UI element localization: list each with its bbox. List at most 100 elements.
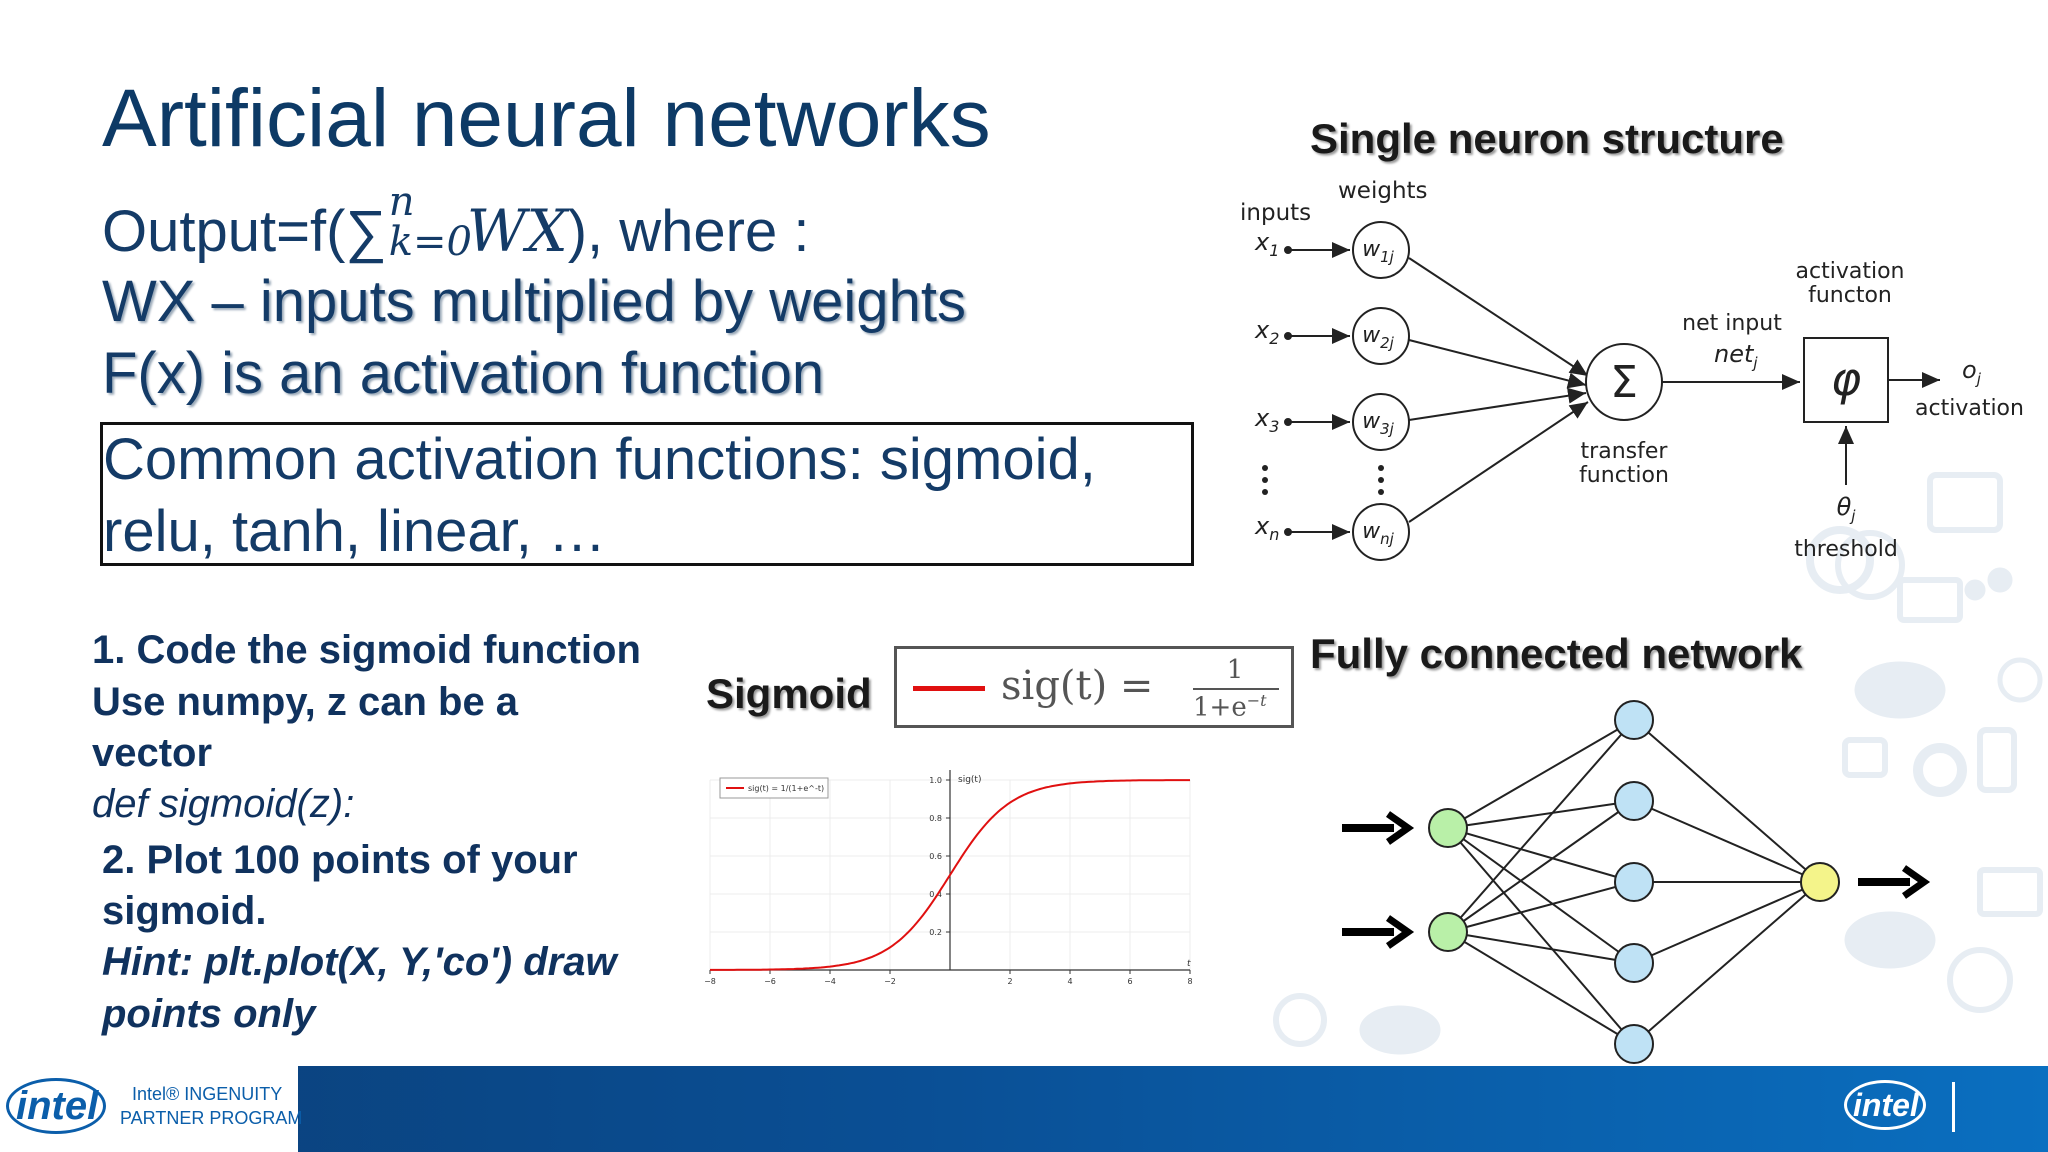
cloud-icon-2	[1844, 911, 1936, 969]
phone-icon	[1977, 727, 2017, 793]
sigmoid-formula-box: sig(t) = 1 1+e−t	[894, 646, 1294, 728]
formula-lhs: sig(t) =	[1001, 663, 1154, 709]
hidden-node	[1614, 943, 1654, 983]
chart-ticks: −8 −6 −4 −2 2 4 6 8 0.2 0.4 0.6 0.8 1.0	[704, 776, 1192, 986]
slide-title: Artificial neural networks	[102, 73, 991, 164]
edge	[1447, 931, 1635, 964]
x-tick-label: 6	[1127, 977, 1132, 986]
formula-fraction-bar	[1193, 688, 1279, 690]
hidden-node	[1614, 862, 1654, 902]
input-arrow-head	[1385, 811, 1415, 845]
x-tick-label: −2	[884, 977, 896, 986]
hidden-node	[1614, 1024, 1654, 1064]
task2-hint-line1: Hint: plt.plot(X, Y,'co') draw	[102, 940, 617, 984]
input-node	[1428, 808, 1468, 848]
input-xn: xn	[1254, 512, 1279, 544]
intel-logo-right: intel	[1844, 1080, 1930, 1132]
net-input-label: net input	[1682, 311, 1782, 336]
input-arrow-head	[1385, 915, 1415, 949]
common-functions-text: Common activation functions: sigmoid, re…	[103, 427, 1096, 564]
x-tick-label: −4	[824, 977, 836, 986]
people-icon	[1987, 567, 2013, 593]
output-prefix: Output=f(	[102, 199, 346, 264]
weight-node-1	[1352, 221, 1410, 279]
threshold-symbol: θj	[1837, 493, 1857, 525]
network-edges	[1447, 719, 1821, 1045]
task1-line2: Use numpy, z can be a	[92, 680, 519, 724]
task1-line3: vector	[92, 731, 213, 775]
neuron-diagram: inputs weights x1 x2 x3 xn w1j w2j w3j w…	[1240, 178, 2024, 562]
y-tick-label: 1.0	[929, 776, 942, 785]
formula-numerator: 1	[1226, 655, 1244, 685]
input-x3: x3	[1254, 404, 1279, 436]
y-tick-label: 0.8	[929, 814, 942, 823]
background-icons	[1273, 472, 2043, 1055]
task2-line2: sigmoid.	[102, 889, 267, 933]
hidden-node	[1614, 781, 1654, 821]
x-tick-label: −8	[704, 977, 716, 986]
edge	[1447, 719, 1635, 829]
x-tick-label: 8	[1187, 977, 1192, 986]
output-arrow-head	[1901, 865, 1931, 899]
sum-upper-limit: n	[388, 179, 415, 225]
gear-icon	[1913, 743, 1967, 797]
sum-symbol-node: Σ	[1610, 357, 1638, 408]
phi-symbol: φ	[1831, 352, 1861, 406]
edge	[1447, 827, 1635, 883]
common-functions-box	[100, 422, 1194, 566]
edge	[1447, 881, 1635, 933]
x-tick-label: 2	[1007, 977, 1012, 986]
sum-lower-limit: k=0	[388, 219, 472, 265]
weights-label: weights	[1338, 178, 1428, 204]
y-tick-label: 0.2	[929, 928, 942, 937]
input-x2: x2	[1254, 316, 1279, 348]
task1-code: def sigmoid(z):	[92, 782, 355, 826]
cloud-icon-3	[1359, 1005, 1441, 1055]
output-node	[1800, 862, 1840, 902]
output-suffix: ), where :	[567, 199, 810, 264]
task2-title: 2. Plot 100 points of your	[102, 838, 578, 882]
refresh-icon	[1806, 526, 1874, 594]
transfer-label-2: function	[1579, 463, 1669, 488]
intel-brand-text: intel	[16, 1084, 99, 1128]
net-symbol: netj	[1714, 340, 1758, 372]
y-tick-label: 0.4	[929, 890, 942, 899]
monitor-icon	[1897, 577, 1963, 623]
inputs-label: inputs	[1240, 200, 1311, 226]
task2-hint-line2: points only	[102, 992, 316, 1036]
task1-title: 1. Code the sigmoid function	[92, 628, 641, 672]
sum-symbol: ∑	[345, 199, 387, 264]
x-axis-label: t	[1187, 959, 1191, 969]
activation-function-label-1: activation	[1796, 259, 1905, 284]
edge	[1633, 800, 1821, 883]
globe-icon-2	[1947, 947, 2013, 1013]
network-arrows	[1342, 811, 1931, 949]
threshold-label: threshold	[1794, 537, 1898, 562]
y-tick-label: 0.6	[929, 852, 942, 861]
x-tick-label: 4	[1067, 977, 1072, 986]
cloud-icon	[1854, 661, 1946, 719]
weight-node-2	[1352, 307, 1410, 365]
footer-bar	[0, 1066, 2048, 1152]
formula-denominator: 1+e−t	[1193, 691, 1267, 723]
x-tick-label: −6	[764, 977, 776, 986]
output-symbol: oj	[1962, 356, 1982, 388]
weight-node-n	[1352, 503, 1410, 561]
phone-handset-icon	[1997, 657, 2043, 703]
fx-description: F(x) is an activation function	[102, 341, 825, 406]
intel-logo-left: intel	[6, 1078, 110, 1138]
edge	[1447, 719, 1635, 933]
footer-divider	[1952, 1082, 1955, 1132]
program-line2: PARTNER PROGRAM	[120, 1108, 303, 1128]
program-line1: Intel® INGENUITY	[132, 1084, 283, 1104]
edge	[1447, 827, 1635, 964]
weight-node-3	[1352, 393, 1410, 451]
edge	[1447, 931, 1635, 1045]
edge	[1447, 800, 1635, 933]
hidden-node	[1614, 700, 1654, 740]
input-x1: x1	[1254, 228, 1279, 260]
edge	[1447, 800, 1635, 829]
